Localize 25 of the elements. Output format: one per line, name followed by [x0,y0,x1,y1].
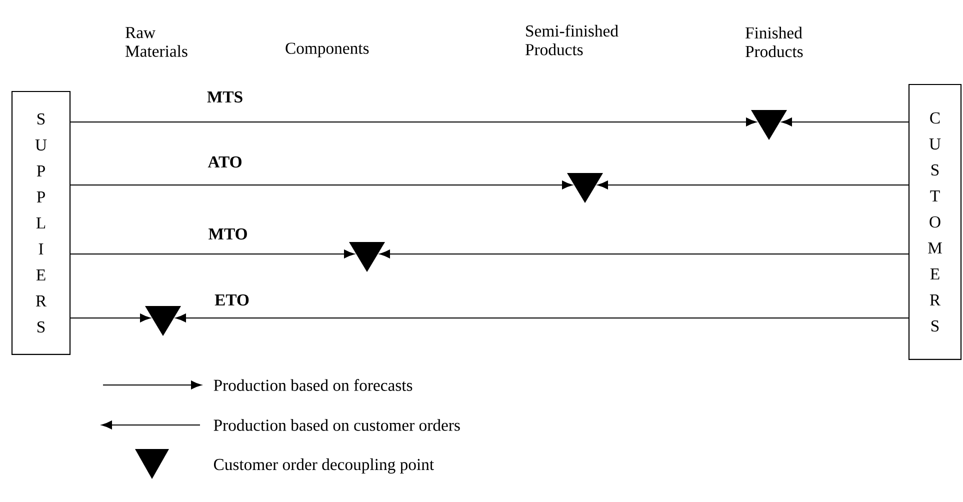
decoupling-triangle [145,306,181,336]
column-heading: Semi-finished Products [526,24,618,56]
decoupling-triangle [567,173,603,203]
edge-label: MTO [208,228,247,240]
edge-label: ATO [208,156,242,168]
edge-label: ETO [214,294,249,306]
arrow [70,118,756,126]
legend-text: Production based on customer orders [214,419,460,431]
arrow [782,118,908,126]
decoupling-triangle [751,110,787,140]
party-box: S U P P L I E R S [11,91,71,355]
arrow [380,250,908,258]
legend-text: Production based on forecasts [214,379,412,391]
column-heading: Components [286,42,369,58]
legend-text: Customer order decoupling point [214,458,434,474]
arrow [70,314,150,322]
edge-label: MTS [207,91,242,103]
column-heading: Raw Materials [126,27,188,57]
arrow [70,250,354,258]
arrow [176,314,908,322]
column-heading: Finished Products [745,26,803,58]
arrow [70,180,572,190]
decoupling-triangle [349,242,385,272]
party-box: C U S T O M E R S [908,84,962,360]
arrow [598,180,908,190]
